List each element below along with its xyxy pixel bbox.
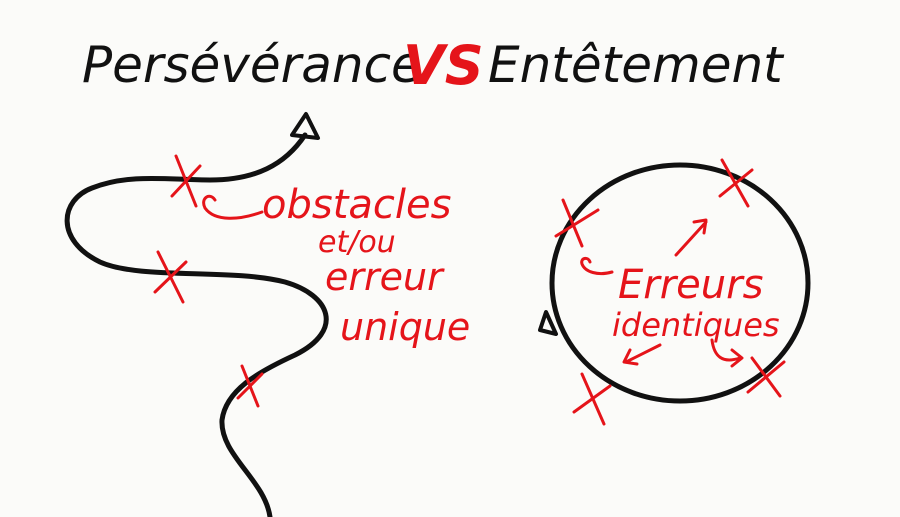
loop-circle [549, 162, 811, 404]
error-x-mark [718, 158, 754, 208]
right-annotation: Erreurs identiques [612, 262, 780, 344]
error-x-mark [572, 372, 612, 426]
loop-arrowhead [538, 310, 558, 336]
right-annotation-line-2: identiques [612, 306, 780, 344]
obstacle-x-mark [236, 364, 264, 408]
left-annotation-line-4: unique [340, 305, 470, 349]
obstacle-x-mark [153, 250, 188, 304]
title: Persévérance VS Entêtement [82, 34, 785, 97]
left-annotation-line-2: et/ou [318, 225, 396, 260]
left-annotation-pointer [202, 194, 264, 220]
title-left: Persévérance [82, 36, 422, 94]
left-annotation-line-3: erreur [325, 255, 445, 299]
left-annotation-line-1: obstacles [262, 182, 451, 228]
winding-path-diagram: obstacles et/ou erreur unique [64, 112, 470, 517]
path-arrowhead [290, 112, 320, 140]
error-x-mark [746, 356, 786, 398]
circle-loop-diagram: Erreurs identiques [538, 158, 811, 426]
error-x-mark [554, 198, 600, 248]
title-right: Entêtement [488, 36, 785, 94]
pointer-to-top-left [580, 256, 614, 276]
obstacle-x-mark [170, 154, 202, 208]
obstacle-marks [153, 154, 264, 408]
error-pointers [580, 218, 744, 368]
left-annotation: obstacles et/ou erreur unique [262, 182, 470, 349]
error-marks [554, 158, 786, 426]
pointer-to-bottom-right [710, 338, 744, 368]
pointer-to-bottom-left [622, 343, 662, 366]
right-annotation-line-1: Erreurs [618, 262, 763, 308]
title-vs: VS [403, 34, 484, 97]
pointer-to-top-right [674, 218, 708, 257]
